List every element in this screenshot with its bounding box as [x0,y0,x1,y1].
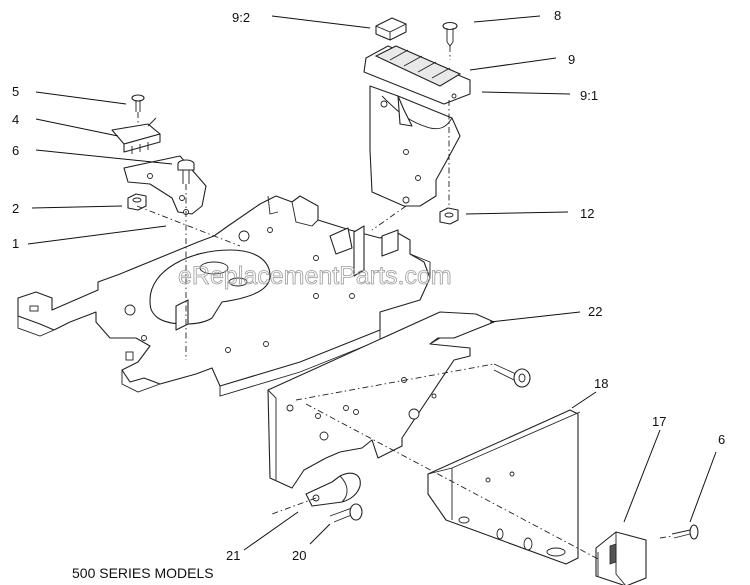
bracket-bolt [177,159,195,184]
mounting-plate [17,195,431,397]
long-bracket [427,409,581,565]
callout-8: 8 [554,8,561,23]
terminal-connector [595,531,647,585]
callout-5: 5 [12,84,19,99]
callout-17: 17 [652,414,666,429]
callout-21: 21 [226,548,240,563]
diagram-caption: 500 SERIES MODELS [72,565,214,581]
leader-lines [27,15,717,551]
connector-block [363,45,471,105]
limit-switch [111,117,161,154]
callout-1: 1 [12,236,19,251]
switch-screw [131,94,145,112]
connector-cap [375,17,407,41]
angle-brace [267,311,495,489]
bracket-nut [439,207,459,225]
upper-bracket [369,85,461,207]
connector-screw [442,21,458,47]
clamp-bolt [329,503,363,523]
callout-18: 18 [594,376,608,391]
callout-2: 2 [12,201,19,216]
watermark-text: eReplacementParts.com [178,262,452,290]
callout-6-top: 6 [12,143,19,158]
callout-9-2: 9:2 [232,10,250,25]
assembly-lines [136,46,673,561]
callout-4: 4 [12,112,19,127]
callout-9: 9 [568,52,575,67]
callout-12: 12 [580,206,594,221]
callout-20: 20 [292,548,306,563]
callout-9-1: 9:1 [580,88,598,103]
side-screw [671,524,699,540]
callout-6-bottom: 6 [718,432,725,447]
hex-nut [127,193,147,211]
callout-22: 22 [588,304,602,319]
brace-bolt [493,363,531,388]
callouts: 9:2 8 9 9:1 5 4 6 2 1 12 22 18 17 6 21 2… [12,8,725,563]
cable-clamp [305,472,361,507]
